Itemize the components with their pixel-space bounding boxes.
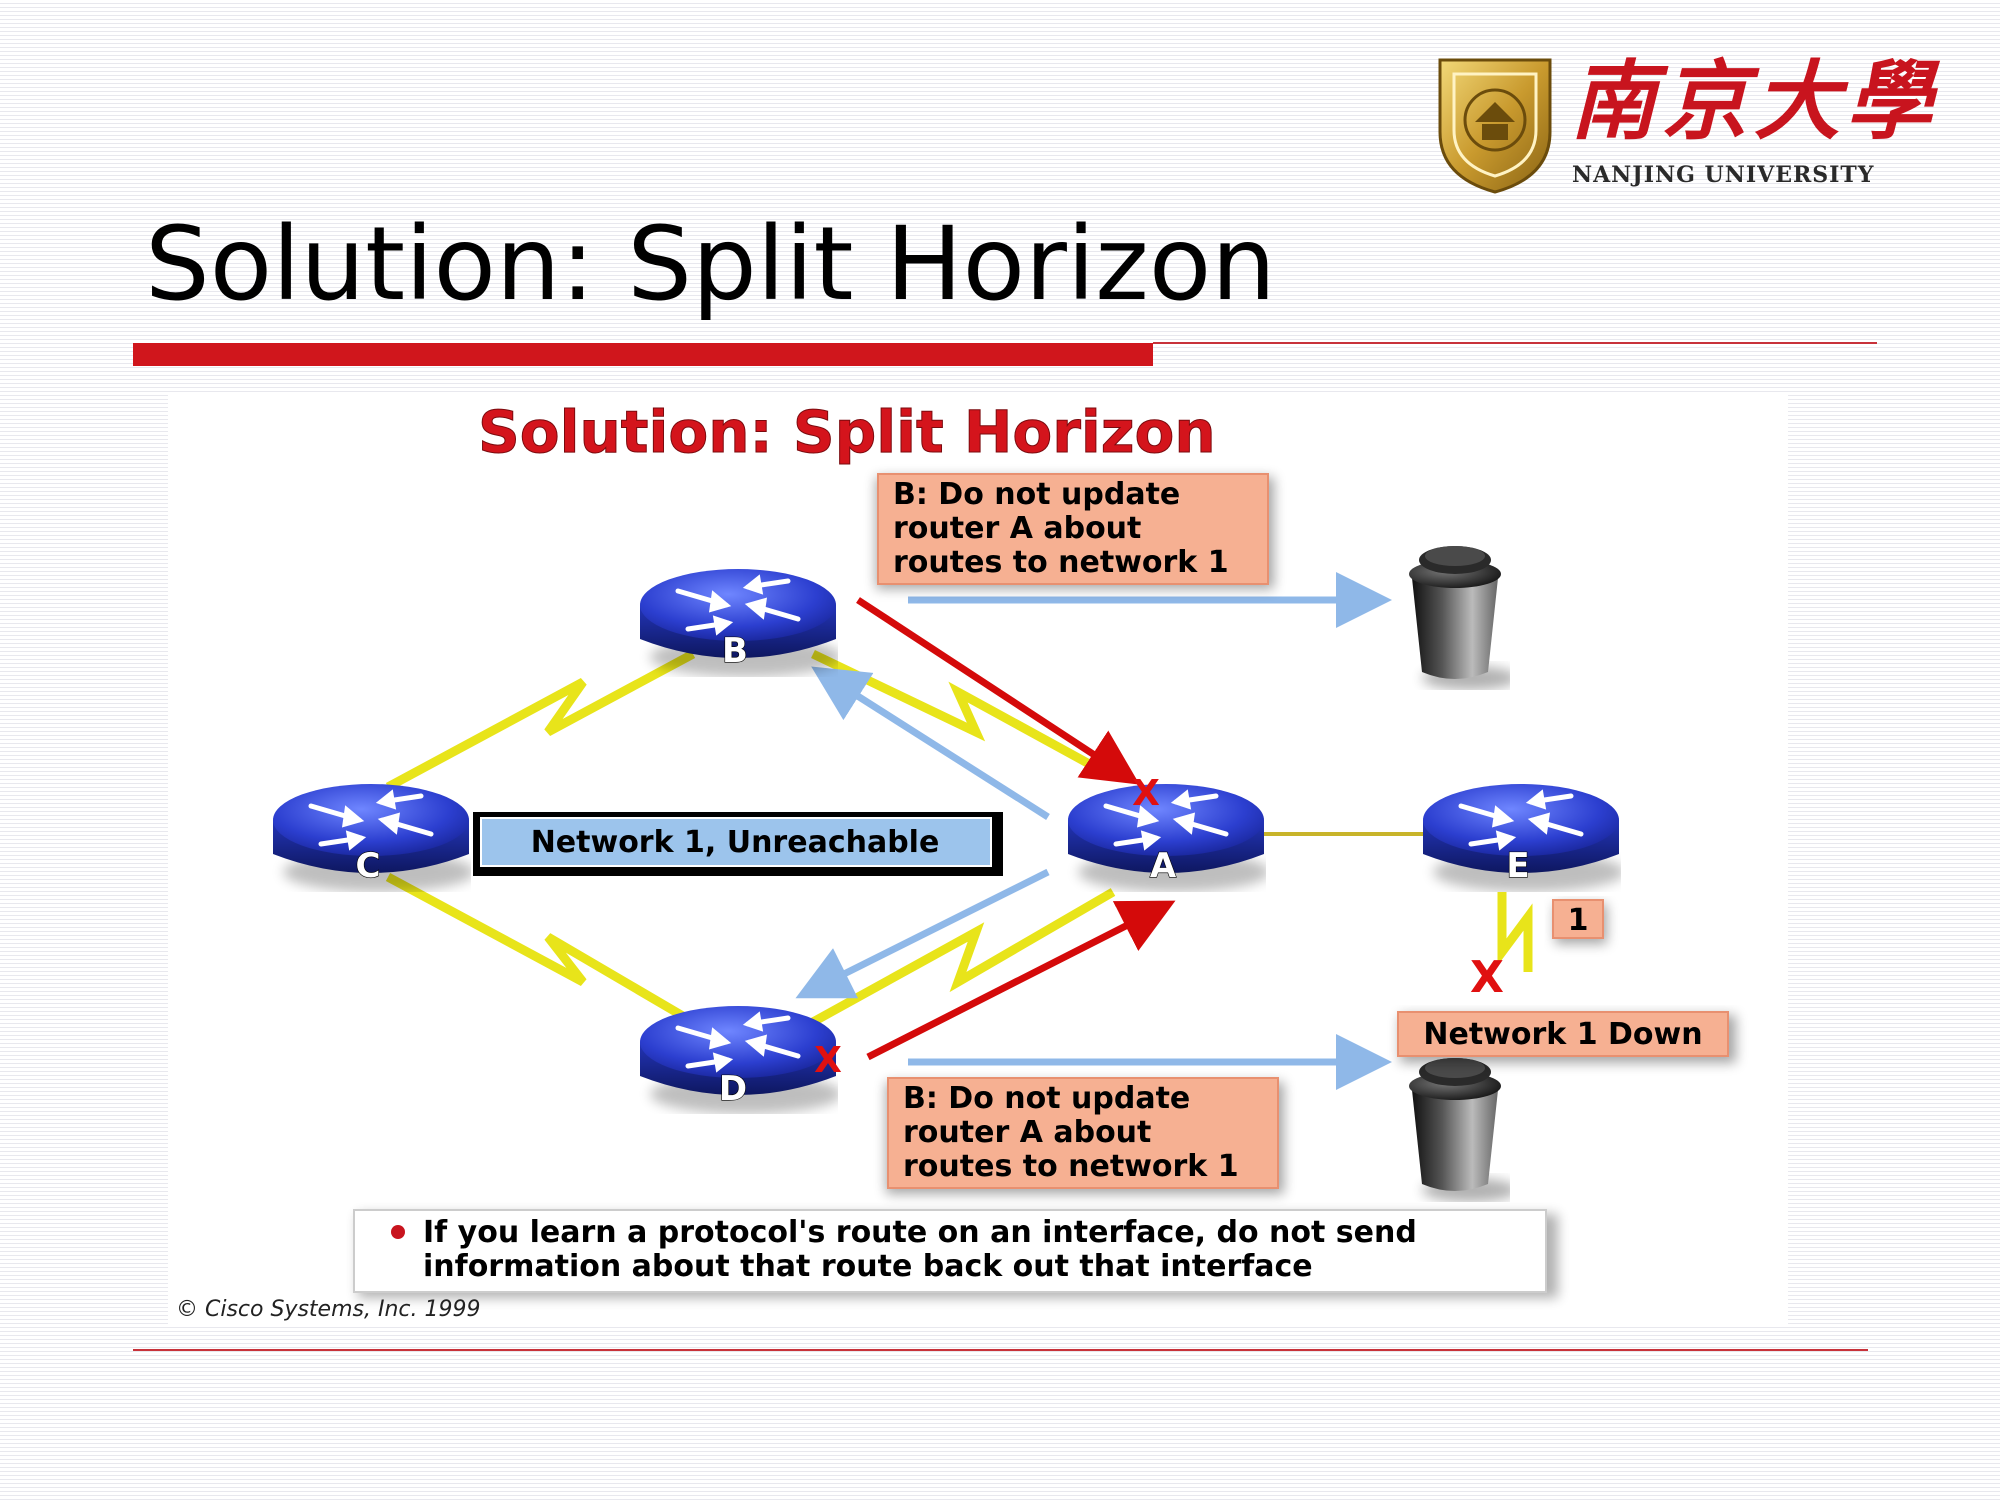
trash-bin-bottom-icon [1409,1058,1518,1202]
callout-top-line2: router A about [893,511,1141,546]
link-c-b [385,650,696,791]
university-name-english: NANJING UNIVERSITY [1572,162,1875,188]
blocked-arrows [856,597,1176,1061]
university-seal-icon [1438,58,1552,194]
link-b-a [811,649,1116,781]
router-a: A [1068,784,1270,892]
footer-rule [133,1349,1868,1351]
callout-bottom-line3: routes to network 1 [903,1149,1239,1184]
slide-title: Solution: Split Horizon [145,205,1276,324]
callout-bottom-line1: B: Do not update [903,1081,1190,1116]
router-e: E [1423,784,1625,892]
title-underline-thick [133,343,1153,366]
network-number: 1 [1568,903,1589,938]
copyright-text: © Cisco Systems, Inc. 1999 [176,1297,480,1322]
network-number-badge: 1 [1552,899,1607,944]
split-horizon-figure: Solution: Split Horizon B C A E D [168,392,1788,1324]
fail-mark-a: X [1132,773,1160,814]
arrow-a-to-d [795,868,1050,999]
callout-top-line1: B: Do not update [893,477,1180,512]
router-b: B [640,569,842,677]
rule-line1: If you learn a protocol's route on an in… [423,1215,1417,1250]
callout-bottom: B: Do not update router A about routes t… [886,1077,1284,1194]
arrow-d-to-a-blocked [866,900,1176,1061]
link-e-network1 [1497,892,1533,972]
callout-top-line3: routes to network 1 [893,545,1229,580]
router-d: D [640,1006,842,1114]
update-arrows [795,572,1392,1090]
router-d-label: D [719,1069,747,1109]
unreachable-label: Network 1, Unreachable [531,825,940,860]
network-down-box: Network 1 Down [1397,1011,1736,1063]
figure-title: Solution: Split Horizon [478,398,1216,466]
network-diagram: Solution: Split Horizon B C A E D [176,398,1736,1322]
title-underline-thin [1153,342,1877,344]
network-down-label: Network 1 Down [1423,1017,1702,1052]
serial-links [385,649,1533,1026]
router-c: C [273,784,475,892]
router-b-label: B [722,631,748,671]
router-a-label: A [1150,846,1177,886]
link-d-a [810,888,1116,1026]
bullet-icon [391,1225,405,1239]
arrow-a-to-b [811,666,1050,820]
unreachable-label-box: Network 1, Unreachable [473,812,1003,876]
rule-box: If you learn a protocol's route on an in… [353,1209,1558,1298]
callout-top: B: Do not update router A about routes t… [876,473,1274,589]
university-name-chinese: 南京大學 [1570,51,1938,152]
fail-mark-d: X [814,1040,842,1081]
rule-line2: information about that route back out th… [423,1249,1313,1284]
router-c-label: C [356,846,381,886]
callout-bottom-line2: router A about [903,1115,1151,1150]
link-c-d [385,873,696,1026]
university-logo [1430,52,1930,197]
router-e-label: E [1506,846,1529,886]
fail-mark-network1: X [1470,952,1504,1003]
trash-bin-top-icon [1409,546,1518,690]
arrow-b-to-a-blocked [856,597,1140,785]
